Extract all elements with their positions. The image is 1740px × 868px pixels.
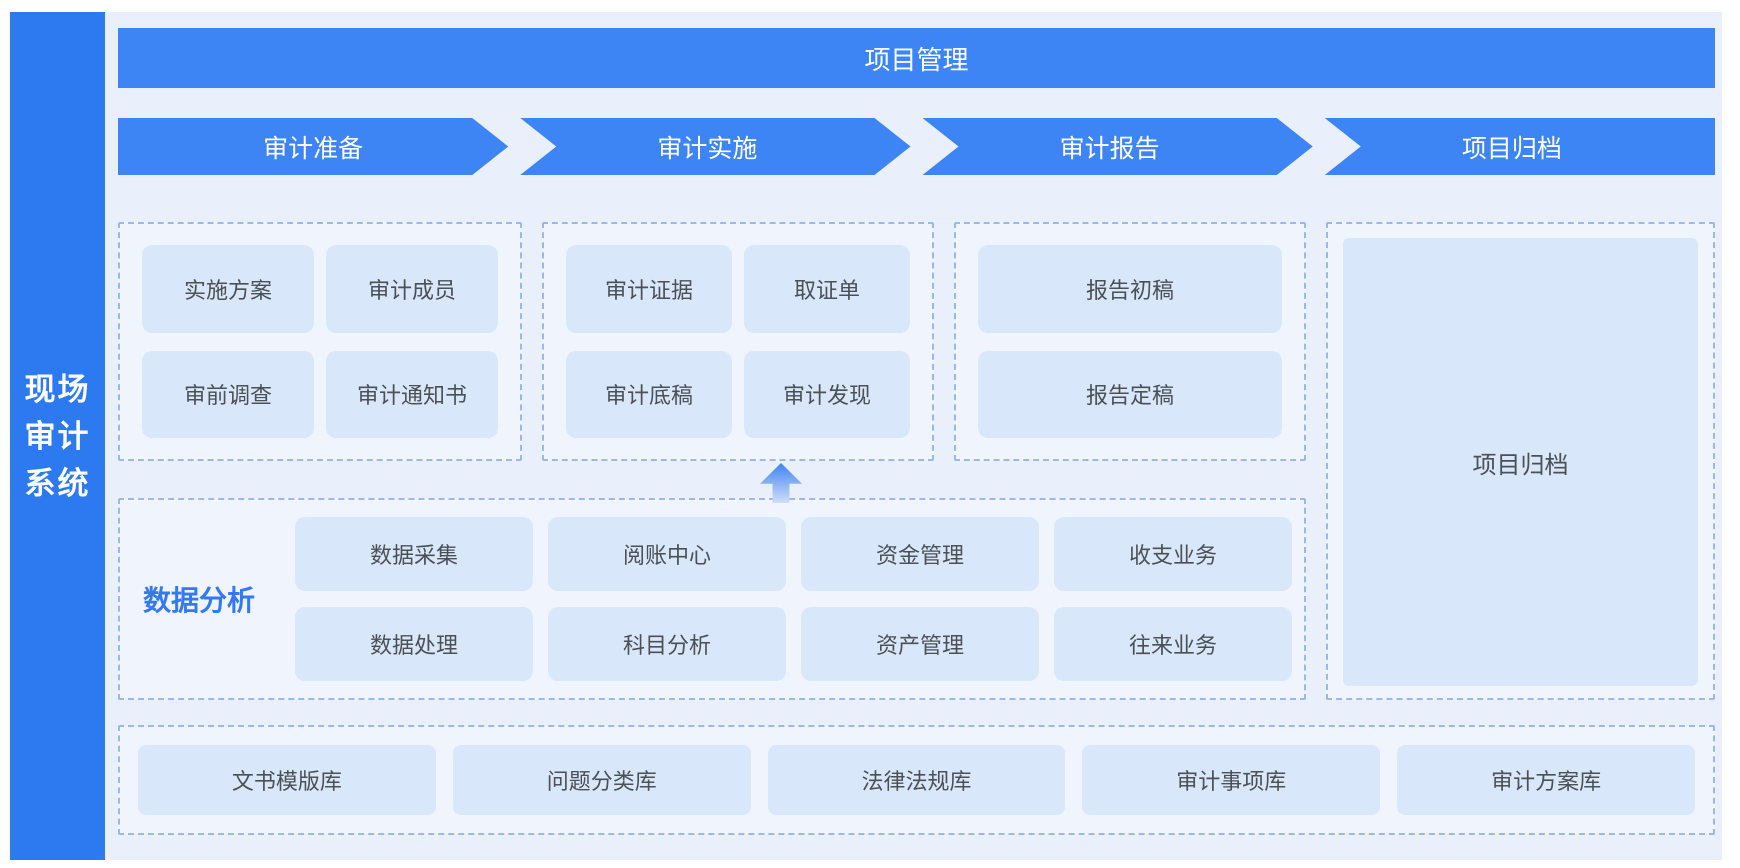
phase-audit-implementation: 审计实施 (520, 118, 910, 175)
phase-module-row: 实施方案审计成员审前调查审计通知书 审计证据取证单审计底稿审计发现 报告初稿报告… (118, 222, 1306, 461)
system-title-line: 审计 (24, 418, 91, 454)
phase-audit-preparation: 审计准备 (118, 118, 508, 175)
banner-title: 项目管理 (864, 44, 969, 75)
data-analysis-group: 数据分析 数据采集阅账中心资金管理收支业务数据处理科目分析资产管理往来业务 (118, 498, 1306, 700)
phase-label: 审计准备 (263, 134, 364, 163)
module-card: 报告定稿 (978, 350, 1282, 438)
module-card: 科目分析 (548, 607, 786, 681)
library-card: 文书模版库 (138, 745, 436, 815)
module-card: 报告初稿 (978, 245, 1282, 333)
archive-card: 项目归档 (1343, 238, 1698, 686)
up-arrow-icon (760, 463, 802, 503)
project-management-banner: 项目管理 (118, 28, 1715, 88)
phase-audit-report: 审计报告 (923, 118, 1313, 175)
library-card: 审计方案库 (1397, 745, 1695, 815)
phase-label: 项目归档 (1461, 134, 1562, 163)
phase-flow: 审计准备 审计实施 审计报告 项目归档 (118, 118, 1715, 175)
up-arrow-shape (760, 463, 802, 503)
library-card: 法律法规库 (767, 745, 1066, 815)
module-card: 资产管理 (801, 607, 1039, 681)
phase-label: 审计实施 (657, 134, 758, 163)
module-card: 审计成员 (326, 245, 498, 333)
data-analysis-label: 数据分析 (143, 585, 256, 616)
library-group: 文书模版库问题分类库法律法规库审计事项库审计方案库 (118, 725, 1715, 835)
module-card: 收支业务 (1054, 517, 1292, 591)
implementation-group: 审计证据取证单审计底稿审计发现 (542, 222, 934, 461)
archive-group: 项目归档 (1326, 222, 1715, 700)
module-card: 数据处理 (295, 607, 533, 681)
left-area: 实施方案审计成员审前调查审计通知书 审计证据取证单审计底稿审计发现 报告初稿报告… (118, 222, 1306, 700)
module-card: 审前调查 (142, 350, 314, 438)
content-area: 实施方案审计成员审前调查审计通知书 审计证据取证单审计底稿审计发现 报告初稿报告… (118, 222, 1715, 700)
module-card: 审计底稿 (566, 350, 732, 438)
main-panel: 项目管理 审计准备 审计实施 审计报告 项目归档 实施方案审计成员审前调查审计通… (105, 12, 1722, 860)
library-card: 问题分类库 (452, 745, 751, 815)
system-title-bar: 现场 审计 系统 (10, 12, 105, 860)
module-card: 阅账中心 (548, 517, 786, 591)
module-card: 审计发现 (744, 350, 910, 438)
module-card: 实施方案 (142, 245, 314, 333)
module-card: 数据采集 (295, 517, 533, 591)
library-card: 审计事项库 (1082, 745, 1381, 815)
module-card: 往来业务 (1054, 607, 1292, 681)
phase-label: 审计报告 (1059, 134, 1160, 163)
report-group: 报告初稿报告定稿 (954, 222, 1306, 461)
phase-project-archive: 项目归档 (1324, 118, 1715, 175)
module-card: 取证单 (744, 245, 910, 333)
preparation-group: 实施方案审计成员审前调查审计通知书 (118, 222, 522, 461)
system-title-line: 系统 (24, 465, 91, 501)
system-title-line: 现场 (24, 371, 91, 407)
module-card: 审计通知书 (326, 350, 498, 438)
data-analysis-grid: 数据采集阅账中心资金管理收支业务数据处理科目分析资产管理往来业务 (295, 517, 1292, 681)
system-title: 现场 审计 系统 (25, 366, 91, 507)
module-card: 审计证据 (566, 245, 732, 333)
module-card: 资金管理 (801, 517, 1039, 591)
